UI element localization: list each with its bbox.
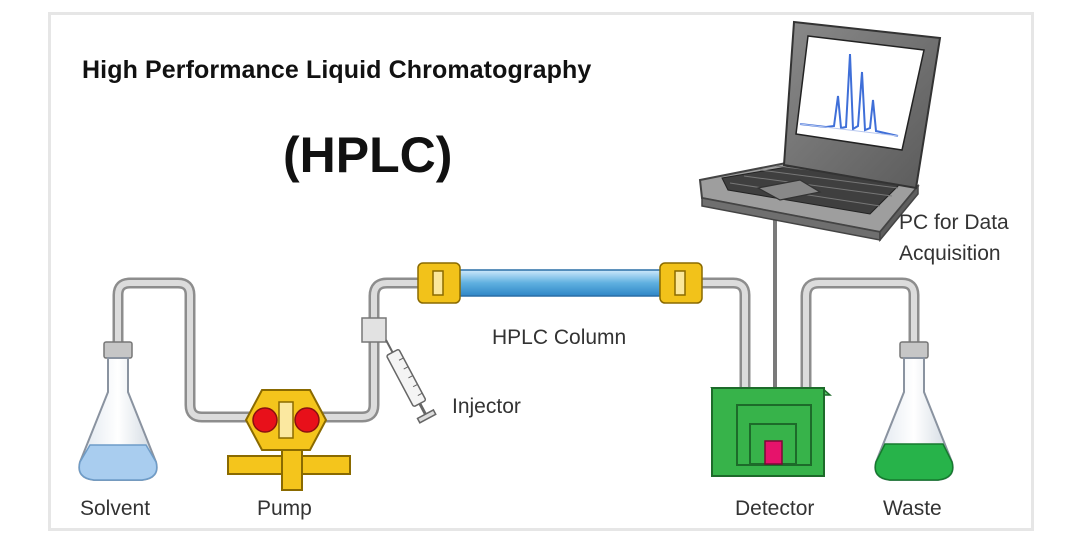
detector-label: Detector <box>735 497 815 520</box>
solvent-label: Solvent <box>80 497 151 520</box>
column-fitting-left <box>417 262 461 304</box>
column-label: HPLC Column <box>492 326 627 349</box>
laptop <box>698 20 942 243</box>
diagram-subtitle: (HPLC) <box>283 127 453 183</box>
pump-label: Pump <box>257 497 312 520</box>
pc-label-line1: PC for Data <box>899 211 1009 234</box>
injector-label: Injector <box>452 395 521 418</box>
injector <box>361 317 437 424</box>
pump <box>227 389 351 491</box>
detector <box>710 387 832 477</box>
waste-flask <box>874 341 954 481</box>
tubing <box>112 220 920 423</box>
solvent-flask <box>78 341 158 481</box>
hplc-column <box>417 262 703 304</box>
pc-label-line2: Acquisition <box>899 242 1001 265</box>
diagram-title: High Performance Liquid Chromatography <box>82 56 592 84</box>
column-fitting-right <box>659 262 703 304</box>
waste-label: Waste <box>883 497 942 520</box>
chromatogram-trace <box>799 53 899 137</box>
